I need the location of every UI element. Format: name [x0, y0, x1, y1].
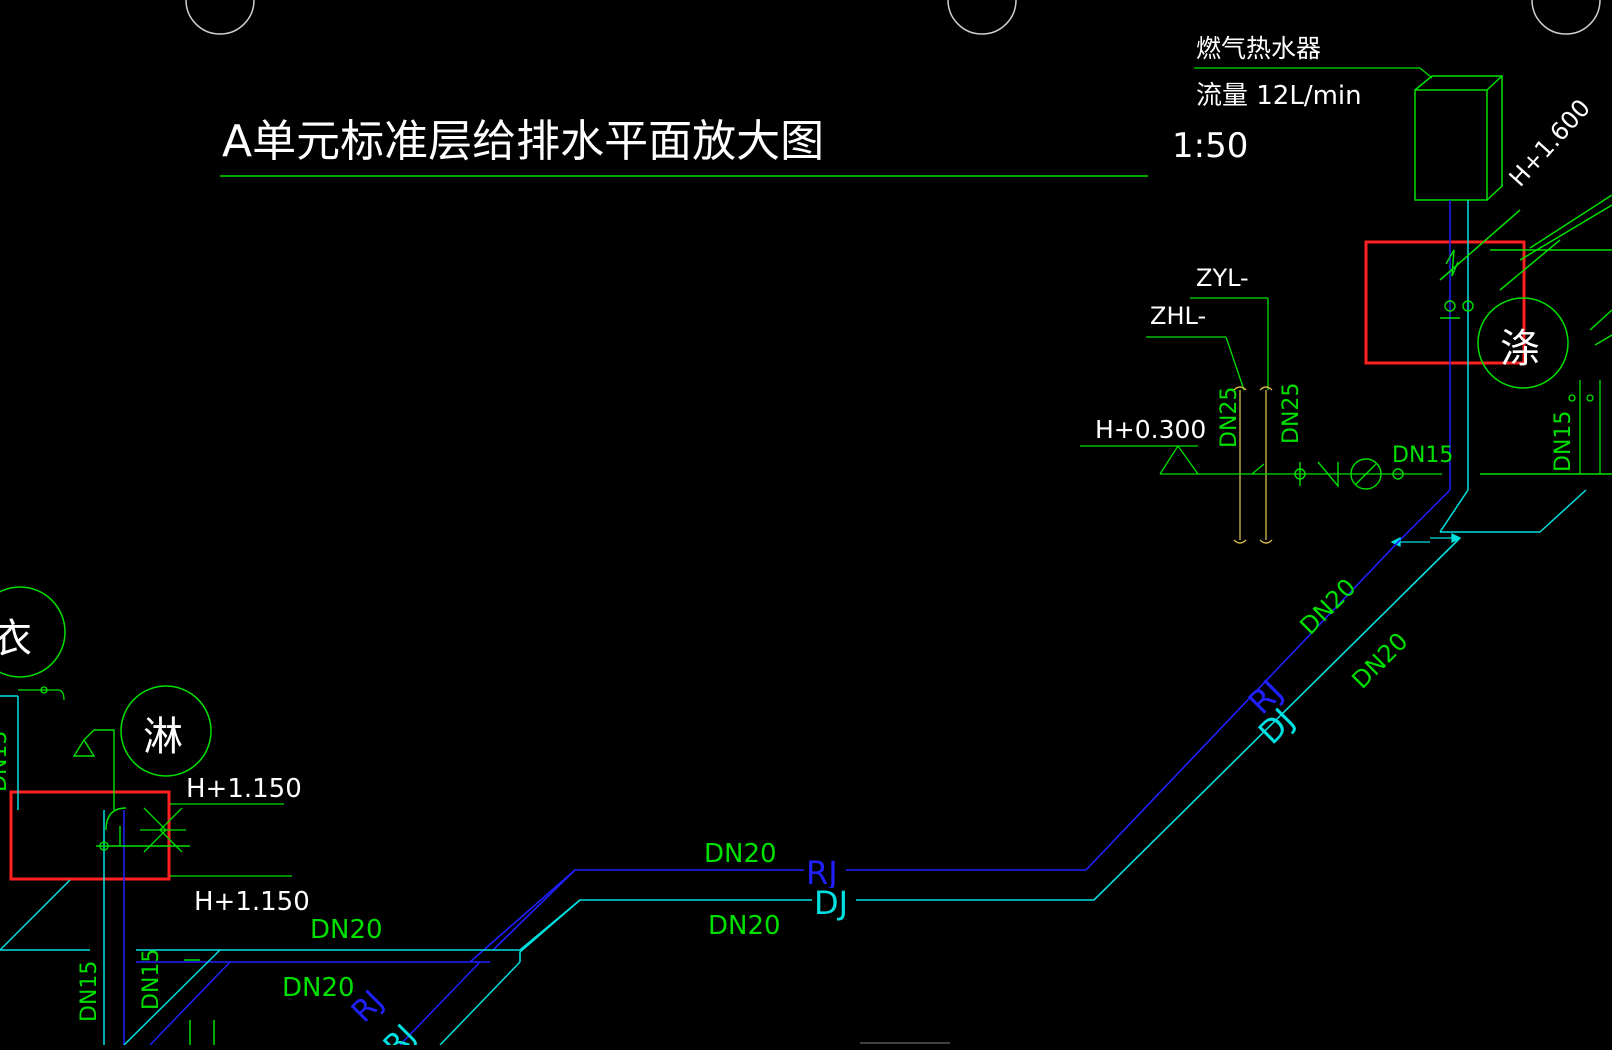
dj-mid-mask: [812, 888, 856, 910]
dn15-left-b: DN15: [139, 949, 164, 1010]
drawing-scale: 1:50: [1172, 126, 1248, 166]
meter-assembly: [1294, 458, 1404, 490]
heater-flow: 流量 12L/min: [1196, 81, 1362, 111]
rj-mid-mask: [804, 858, 846, 880]
riser-pipes: [1233, 386, 1273, 544]
left-pipes: [0, 695, 521, 1046]
valve-right-lower: [1568, 380, 1601, 474]
height-1150-top: H+1.150: [186, 774, 302, 804]
dn20-mid-lower: DN20: [708, 911, 781, 941]
riser-leaders: [1146, 297, 1269, 391]
dn15-meter: DN15: [1392, 443, 1453, 468]
shower-head: [72, 729, 190, 851]
washer-symbol: 涤: [1500, 326, 1540, 372]
dn15-left-edge: DN15: [0, 731, 12, 792]
dn20-diag-lower: DN20: [1346, 627, 1413, 694]
dn20-mid-upper: DN20: [704, 839, 777, 869]
dn20-diag-upper: DN20: [1294, 573, 1361, 640]
height-0300-marker: [1080, 444, 1442, 475]
dj-mid: DJ: [814, 884, 848, 922]
heater-leader-2: [1419, 67, 1433, 79]
dn20-left-lower: DN20: [282, 973, 355, 1003]
top-circle-1: [185, 0, 255, 35]
shower-valve-symbols: [140, 803, 292, 877]
rj-mid: RJ: [806, 854, 838, 892]
top-circle-2: [947, 0, 1017, 35]
drawing-title: A单元标准层给排水平面放大图: [222, 116, 824, 167]
shower-symbol: 淋: [143, 714, 183, 760]
dj-left: RJ: [377, 1018, 423, 1045]
heater-height: H+1.600: [1504, 94, 1596, 192]
dn15-right: DN15: [1551, 411, 1576, 472]
height-0300: H+0.300: [1095, 415, 1206, 444]
dn20-left-upper: DN20: [310, 915, 383, 945]
dn15-left-a: DN15: [77, 961, 102, 1022]
valve-right: [1440, 249, 1474, 319]
heater-label: 燃气热水器: [1196, 34, 1321, 63]
dn25-a: DN25: [1217, 387, 1242, 448]
heater-piping: [1399, 194, 1612, 541]
height-1150-bottom: H+1.150: [194, 887, 310, 917]
water-heater-box: [1414, 75, 1503, 201]
laundry-symbol: 衣: [0, 616, 32, 662]
top-circle-3: [1531, 0, 1601, 35]
shower-circle: [120, 685, 212, 777]
flow-arrows: [1390, 532, 1462, 548]
laundry-circle: [0, 586, 66, 678]
highlight-box-left[interactable]: [9, 790, 171, 881]
dn25-b: DN25: [1279, 383, 1304, 444]
highlight-box-right[interactable]: [1364, 240, 1526, 365]
washer-circle: [1477, 297, 1569, 389]
riser-zhl: ZHL-: [1150, 302, 1206, 330]
laundry-valve: [18, 686, 65, 701]
riser-zyl: ZYL-: [1196, 264, 1249, 292]
main-pipes: [469, 537, 1461, 963]
